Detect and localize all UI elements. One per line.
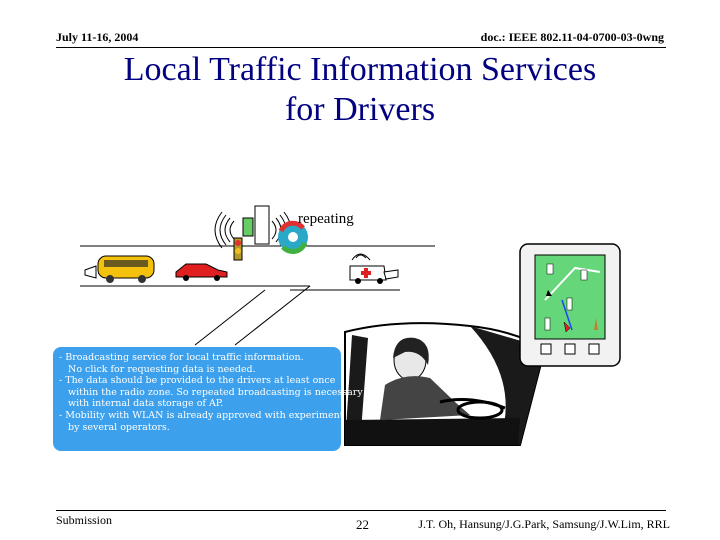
navigation-device-icon bbox=[519, 243, 621, 367]
service-description-box: - Broadcasting service for local traffic… bbox=[53, 347, 363, 451]
info-line: - The data should be provided to the dri… bbox=[59, 375, 336, 387]
info-line: with internal data storage of AP. bbox=[68, 398, 224, 410]
repeat-cycle-icon bbox=[278, 220, 308, 254]
info-line: - Mobility with WLAN is already approved… bbox=[59, 409, 344, 421]
driver-in-car-image bbox=[344, 322, 547, 446]
slide-title: Local Traffic Information Services for D… bbox=[60, 50, 660, 130]
car-icon bbox=[175, 263, 228, 281]
info-line: by several operators. bbox=[68, 421, 170, 433]
footer-page-number: 22 bbox=[356, 517, 369, 532]
info-line: within the radio zone. So repeated broad… bbox=[68, 386, 363, 398]
title-line-2: for Drivers bbox=[284, 91, 436, 128]
footer-divider bbox=[56, 510, 666, 511]
road-lines bbox=[80, 245, 435, 346]
access-point-icon bbox=[214, 205, 292, 261]
bus-icon bbox=[84, 255, 155, 283]
info-line: No click for requesting data is needed. bbox=[68, 363, 256, 375]
header-date: July 11-16, 2004 bbox=[56, 30, 139, 44]
header-doc-id: doc.: IEEE 802.11-04-0700-03-0wng bbox=[480, 30, 664, 44]
info-line: - Broadcasting service for local traffic… bbox=[59, 352, 304, 363]
title-line-1: Local Traffic Information Services bbox=[123, 51, 597, 88]
footer-submission: Submission bbox=[56, 513, 113, 527]
footer-authors: J.T. Oh, Hansung/J.G.Park, Samsung/J.W.L… bbox=[418, 517, 670, 531]
repeating-label: repeating bbox=[298, 211, 354, 227]
header-divider bbox=[56, 47, 666, 48]
ambulance-icon bbox=[349, 253, 399, 284]
